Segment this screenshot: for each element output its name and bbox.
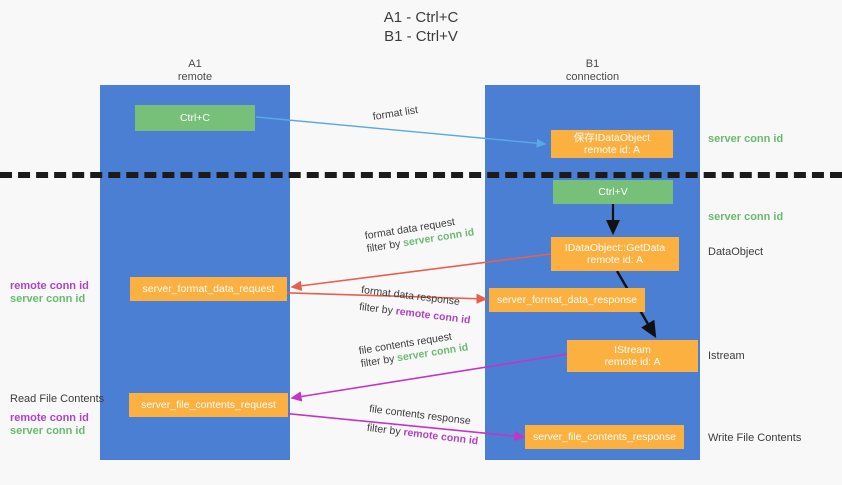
annotation-server-conn-id-top: server conn id (708, 133, 784, 145)
box-ctrl-c-label: Ctrl+C (179, 111, 211, 124)
diagram-title: A1 - Ctrl+C B1 - Ctrl+V (0, 8, 842, 46)
box-save-idataobject-remote-id: remote id: A (583, 144, 641, 156)
box-server-format-data-request[interactable]: server_format_data_request (130, 277, 287, 301)
lane-header-b1: B1 connection (485, 58, 700, 84)
box-server-file-contents-response-label: server_file_contents_response (532, 430, 676, 443)
edge-label-format-data-request: format data request filter by server con… (364, 213, 475, 256)
edge-label-file-contents-response: file contents response filter by remote … (366, 403, 481, 448)
annotation-write-file-contents: Write File Contents (708, 432, 802, 444)
lane-header-b1-subtitle: connection (565, 71, 620, 83)
lane-header-a1-title: A1 (188, 58, 202, 70)
annotation-left-remote-conn-id-2: remote conn id (10, 412, 89, 424)
edge-label-format-data-response: format data response filter by remote co… (358, 284, 473, 327)
annotation-dataobject: DataObject (708, 246, 764, 258)
box-idataobject-getdata-remote-id: remote id: A (586, 254, 644, 266)
box-istream[interactable]: IStream remote id: A (567, 340, 698, 372)
annotation-left-remote-conn-id-1: remote conn id (10, 280, 89, 292)
box-save-idataobject-label: 保存IDataObject (573, 131, 651, 144)
box-ctrl-v-label: Ctrl+V (598, 185, 628, 198)
box-ctrl-v[interactable]: Ctrl+V (553, 180, 673, 204)
annotation-left-server-conn-id-2: server conn id (10, 425, 86, 437)
title-line-1: A1 - Ctrl+C (383, 9, 459, 26)
edge-label-file-contents-request: file contents request filter by server c… (358, 328, 469, 371)
box-server-format-data-response-label: server_format_data_response (496, 293, 638, 306)
lane-header-a1-subtitle: remote (177, 71, 213, 83)
annotation-left-server-conn-id-1: server conn id (10, 293, 86, 305)
box-server-format-data-request-label: server_format_data_request (142, 282, 275, 295)
box-server-file-contents-request-label: server_file_contents_request (141, 398, 276, 411)
filter-token-remote-conn-id: remote conn id (402, 426, 479, 448)
annotation-read-file-contents: Read File Contents (10, 393, 105, 405)
box-server-file-contents-response[interactable]: server_file_contents_response (525, 425, 684, 449)
edge-label-format-list: format list (372, 104, 419, 124)
lane-header-a1: A1 remote (100, 58, 290, 84)
box-save-idataobject[interactable]: 保存IDataObject remote id: A (551, 130, 673, 158)
box-istream-remote-id: remote id: A (604, 356, 661, 368)
phase-divider (0, 172, 842, 178)
box-server-format-data-response[interactable]: server_format_data_response (489, 288, 645, 312)
filter-prefix: filter by (358, 300, 397, 318)
box-istream-label: IStream (614, 343, 651, 356)
box-ctrl-c[interactable]: Ctrl+C (135, 105, 255, 131)
annotation-istream: Istream (708, 350, 745, 362)
lane-header-b1-title: B1 (585, 58, 600, 70)
box-idataobject-getdata-label: IDataObject::GetData (564, 241, 666, 254)
box-idataobject-getdata[interactable]: IDataObject::GetData remote id: A (551, 237, 679, 271)
title-line-2: B1 - Ctrl+V (384, 28, 458, 45)
edge-label-format-list-text: format list (371, 104, 419, 124)
filter-prefix: filter by (366, 421, 405, 439)
annotation-server-conn-id-mid: server conn id (708, 211, 784, 223)
box-server-file-contents-request[interactable]: server_file_contents_request (129, 393, 288, 417)
